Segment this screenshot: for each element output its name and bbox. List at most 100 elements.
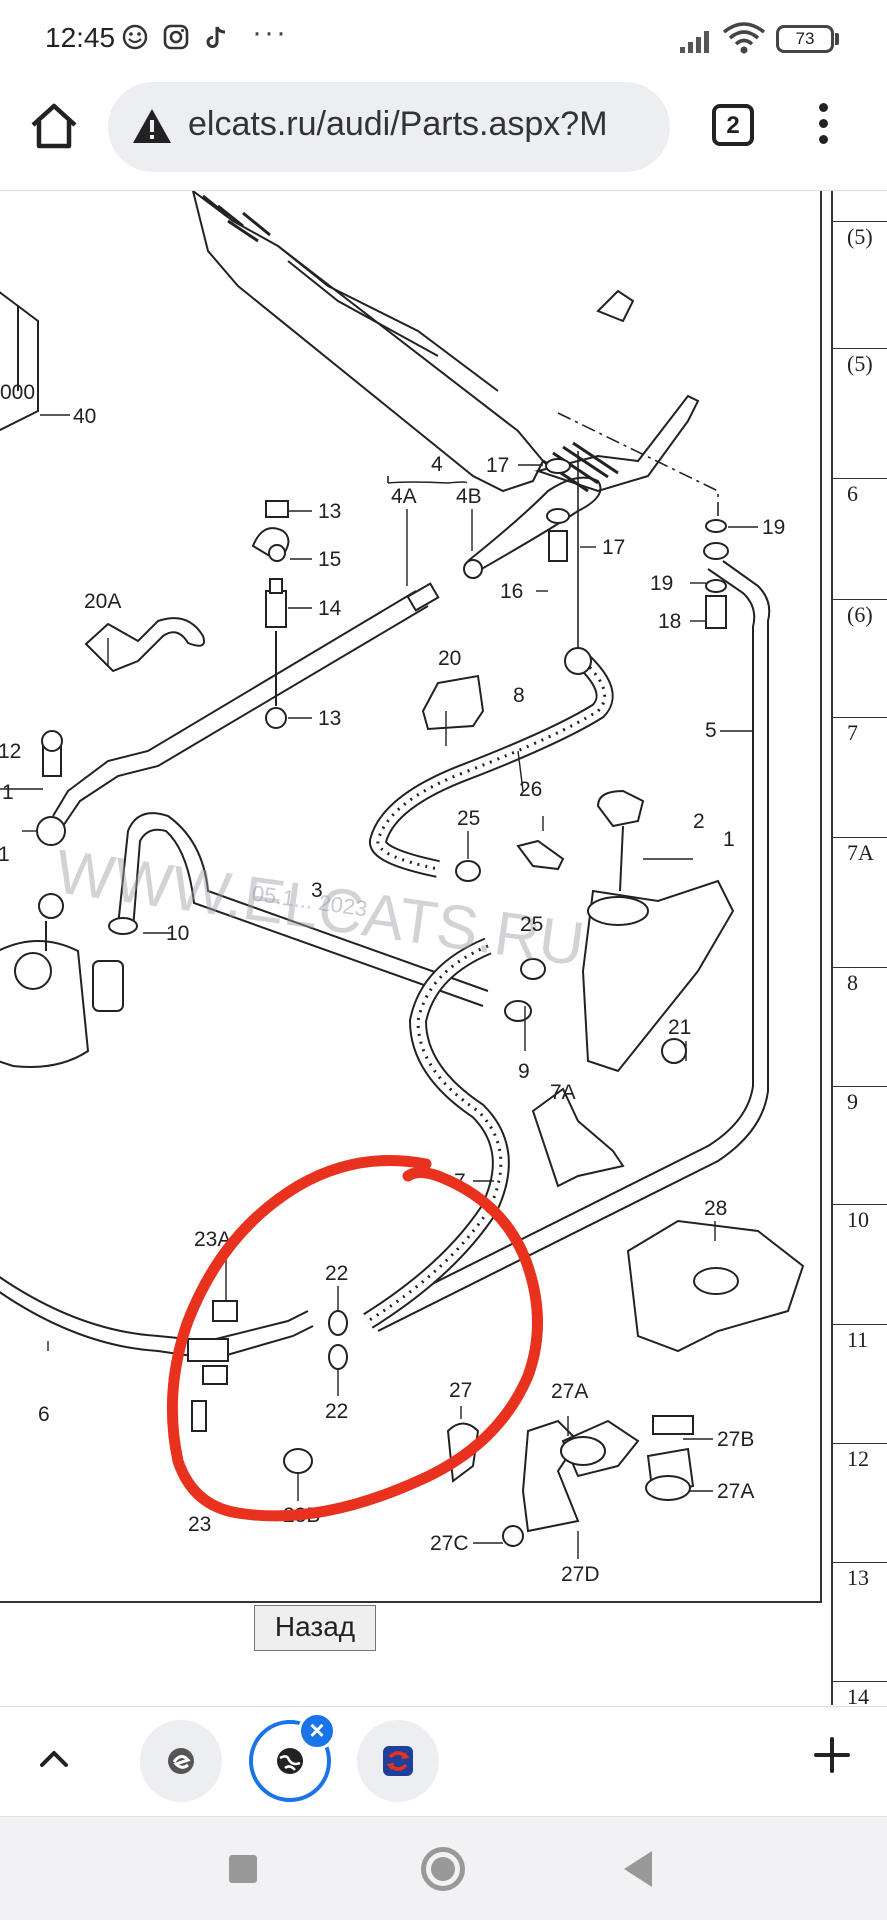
recents-button[interactable] bbox=[229, 1855, 257, 1883]
callout-label: 27C bbox=[430, 1532, 469, 1555]
tab-thumbnail[interactable] bbox=[140, 1720, 222, 1802]
table-row[interactable]: 8 bbox=[833, 967, 887, 995]
table-row[interactable]: 10 bbox=[833, 1204, 887, 1232]
callout-label: 40 bbox=[73, 405, 96, 428]
reservoir-40 bbox=[0, 291, 39, 432]
tab-switcher-button[interactable]: 2 bbox=[712, 104, 754, 146]
parts-diagram: 000 bbox=[0, 191, 822, 1603]
pressure-line-4 bbox=[52, 476, 602, 827]
table-row[interactable]: (5) bbox=[833, 221, 887, 249]
battery-tip bbox=[835, 33, 839, 45]
table-row[interactable]: (5) bbox=[833, 348, 887, 376]
table-row[interactable]: 9 bbox=[833, 1086, 887, 1114]
callout-label: 1 bbox=[723, 828, 735, 851]
address-bar[interactable]: elcats.ru/audi/Parts.aspx?M bbox=[108, 82, 670, 172]
callout-label: 3 bbox=[311, 879, 323, 902]
overflow-menu-icon[interactable] bbox=[808, 100, 838, 152]
callout-label: 5 bbox=[705, 719, 717, 742]
table-row[interactable]: 14 bbox=[833, 1681, 887, 1705]
back-button[interactable]: Назад bbox=[254, 1605, 376, 1651]
instagram-icon bbox=[163, 24, 189, 50]
new-tab-icon[interactable] bbox=[810, 1733, 854, 1777]
callout-label: 20 bbox=[438, 647, 461, 670]
callout-label: 21 bbox=[668, 1016, 691, 1039]
callout-label: 4B bbox=[456, 485, 482, 508]
fastener-stack bbox=[251, 500, 290, 729]
callout-label: 27A bbox=[717, 1480, 754, 1503]
tab-strip: × bbox=[0, 1706, 887, 1816]
tiktok-icon bbox=[206, 26, 226, 48]
callout-label: 16 bbox=[500, 580, 523, 603]
bracket-7a bbox=[531, 1087, 625, 1188]
callout-label: 27D bbox=[561, 1563, 600, 1586]
wifi-icon bbox=[722, 22, 766, 54]
table-row[interactable]: 7A bbox=[833, 837, 887, 865]
table-row[interactable]: (6) bbox=[833, 599, 887, 627]
callout-label: 20A bbox=[84, 590, 121, 613]
callout-label: 13 bbox=[318, 500, 341, 523]
battery-level: 73 bbox=[795, 29, 815, 48]
callout-label: 27B bbox=[717, 1428, 754, 1451]
callout-label: 4 bbox=[431, 453, 443, 476]
callout-label: 23A bbox=[194, 1228, 231, 1251]
app-favicon-icon bbox=[383, 1746, 413, 1776]
clock: 12:45 bbox=[45, 22, 116, 53]
battery-indicator: 73 bbox=[776, 25, 834, 53]
tab-thumbnail[interactable] bbox=[357, 1720, 439, 1802]
callout-label: 19 bbox=[762, 516, 785, 539]
page-content: 000 bbox=[0, 190, 887, 1705]
table-row[interactable]: 11 bbox=[833, 1324, 887, 1352]
parts-table-column: (5) (5) 6 (6) 7 7A 8 9 10 11 12 13 14 bbox=[831, 191, 887, 1705]
line-3 bbox=[108, 812, 489, 1007]
callout-label: 7A bbox=[550, 1081, 576, 1104]
svg-text:000: 000 bbox=[0, 381, 35, 404]
callout-label: 2 bbox=[693, 810, 705, 833]
callout-label: 28 bbox=[704, 1197, 727, 1220]
hose-7 bbox=[363, 937, 510, 1329]
callout-label: 10 bbox=[166, 922, 189, 945]
callout-label: 1 bbox=[0, 843, 10, 866]
callout-label: 18 bbox=[658, 610, 681, 633]
callout-label: 13 bbox=[318, 707, 341, 730]
home-icon[interactable] bbox=[28, 100, 80, 152]
globe-favicon-icon bbox=[277, 1748, 303, 1774]
table-row[interactable]: 6 bbox=[833, 478, 887, 506]
callout-label: 19 bbox=[650, 572, 673, 595]
callout-label: 14 bbox=[318, 597, 342, 620]
callout-label: 25 bbox=[520, 913, 543, 936]
highlight-annotation bbox=[166, 1155, 544, 1522]
hose-8 bbox=[369, 649, 614, 878]
callout-label: 25 bbox=[457, 807, 480, 830]
signal-icon bbox=[680, 31, 709, 53]
line-5 bbox=[367, 560, 771, 1332]
pump bbox=[0, 730, 124, 1068]
close-tab-button[interactable]: × bbox=[298, 1712, 336, 1750]
browser-toolbar: elcats.ru/audi/Parts.aspx?M 2 bbox=[0, 78, 887, 190]
line-6 bbox=[0, 1276, 314, 1385]
callout-label: 17 bbox=[602, 536, 625, 559]
table-row[interactable]: 7 bbox=[833, 717, 887, 745]
callout-labels: 40 4 4A 4B 13 15 14 13 17 17 16 19 19 18… bbox=[0, 405, 785, 1586]
chevron-up-icon[interactable] bbox=[34, 1739, 74, 1779]
more-notifications-icon: ··· bbox=[252, 16, 288, 49]
parts-diagram-drawing: 000 bbox=[0, 191, 805, 1586]
callout-label: 17 bbox=[486, 454, 509, 477]
emoji-icon bbox=[122, 24, 148, 50]
status-bar: 12:45 ··· 73 bbox=[0, 0, 887, 78]
callout-label: 23 bbox=[188, 1513, 211, 1536]
table-row[interactable]: 13 bbox=[833, 1562, 887, 1590]
table-row[interactable]: 12 bbox=[833, 1443, 887, 1471]
callout-label: 12 bbox=[0, 740, 21, 763]
url-text[interactable]: elcats.ru/audi/Parts.aspx?M bbox=[188, 105, 608, 143]
steering-rack bbox=[191, 191, 700, 493]
home-nav-button[interactable] bbox=[421, 1847, 465, 1891]
callout-label: 22 bbox=[325, 1400, 348, 1423]
callout-label: 22 bbox=[325, 1262, 348, 1285]
callout-label: 6 bbox=[38, 1403, 50, 1426]
callout-label: 4A bbox=[391, 485, 417, 508]
callout-label: 1 bbox=[2, 781, 14, 804]
back-nav-button[interactable] bbox=[624, 1851, 652, 1887]
warning-icon[interactable] bbox=[132, 107, 172, 145]
site-favicon-icon bbox=[168, 1748, 194, 1774]
